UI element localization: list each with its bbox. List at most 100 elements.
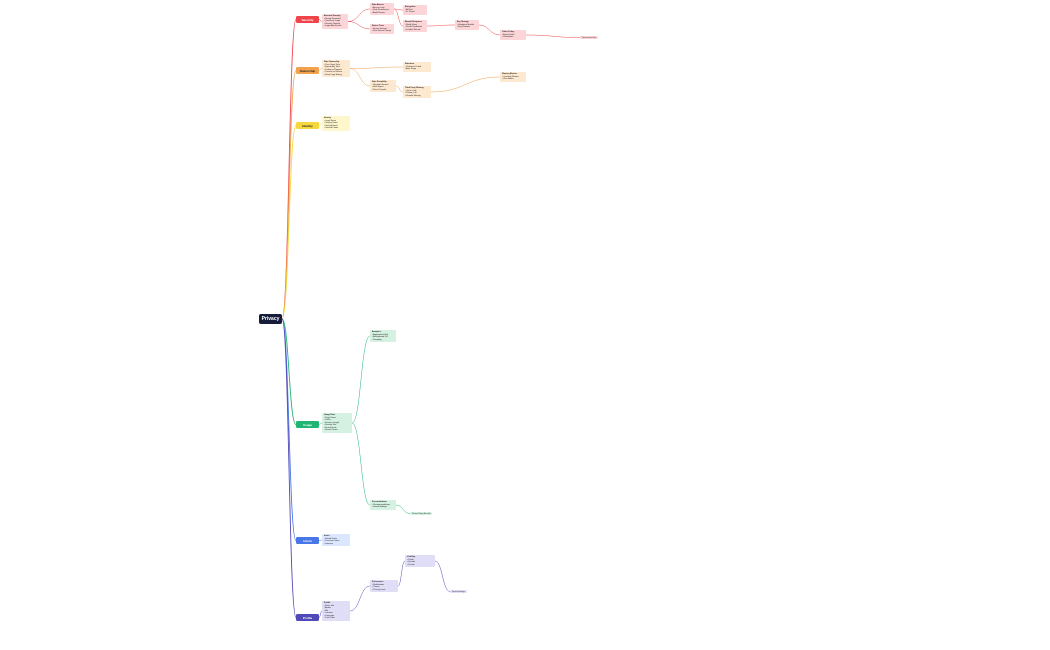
connector-line bbox=[318, 68, 323, 71]
connector-line bbox=[397, 560, 406, 587]
node-line: • Direct Transfer bbox=[372, 88, 387, 91]
node-line: • User Notice bbox=[502, 78, 514, 80]
node-int1[interactable]: Intent• Stated Goals• Purchase Intent• I… bbox=[322, 534, 350, 546]
node-line: • Recommendations bbox=[372, 503, 390, 506]
node-sec5[interactable]: Breach Response• Notify Users• Reset Cre… bbox=[403, 20, 427, 32]
category-usage[interactable]: Usage bbox=[296, 421, 319, 428]
node-line: • Anonymized IDs bbox=[372, 336, 388, 338]
node-own4[interactable]: Third Party Sharing• Opt-in Only• Partne… bbox=[403, 86, 431, 98]
connector-line bbox=[347, 8, 371, 22]
node-line: • Friends bbox=[407, 561, 415, 563]
category-profile[interactable]: Profile bbox=[296, 614, 319, 621]
category-identity[interactable]: Identity bbox=[296, 122, 319, 129]
connector-line bbox=[393, 8, 404, 11]
node-use1[interactable]: Usage Data• Page Views• Clicks• Session … bbox=[322, 413, 352, 433]
node-title: Token Policy bbox=[502, 31, 515, 33]
connector-line bbox=[347, 21, 371, 30]
node-line: • Purchase Intent bbox=[324, 540, 340, 542]
node-line: • Access Logs bbox=[372, 6, 385, 9]
node-line: • Strong Password bbox=[324, 17, 341, 20]
node-line: • Notifications bbox=[372, 583, 385, 586]
connector-line bbox=[318, 422, 323, 425]
node-title: Breach Response bbox=[405, 21, 422, 23]
node-line: • Standard Format bbox=[372, 83, 389, 86]
connector-line bbox=[318, 19, 323, 22]
node-title: Data Ownership bbox=[324, 61, 340, 63]
node-line: • Bulk Export bbox=[372, 86, 384, 88]
node-line: • Quarterly Review bbox=[502, 75, 519, 78]
node-line: • Expiry Rules bbox=[502, 33, 515, 36]
ending-sec-end[interactable]: Review Quarterly bbox=[580, 36, 598, 39]
node-prf2[interactable]: Preferences• Notifications• Theme• Priva… bbox=[370, 580, 398, 592]
node-line: • Clicks bbox=[324, 419, 331, 421]
node-title: Analytics bbox=[372, 331, 381, 333]
node-title: Retention bbox=[405, 63, 415, 65]
connector-line bbox=[430, 76, 501, 93]
node-line: • Auto Purge bbox=[405, 68, 417, 70]
root-node-privacy[interactable]: Privacy bbox=[259, 314, 282, 324]
node-own2[interactable]: Data Portability• Standard Format• Bulk … bbox=[370, 80, 396, 92]
connector-line bbox=[281, 318, 297, 425]
node-line: • Two-factor Login bbox=[324, 20, 341, 22]
node-title: Key Storage bbox=[457, 21, 469, 23]
node-line: • Notify Users bbox=[405, 23, 418, 26]
node-line: • Theme bbox=[372, 586, 380, 588]
node-title: Third Party Sharing bbox=[405, 87, 424, 89]
node-line: • Basic Info bbox=[324, 604, 335, 607]
node-title: Sharing Review bbox=[502, 73, 517, 75]
node-line: • Legal Name bbox=[324, 119, 337, 122]
node-sec2[interactable]: Data Access• Access Logs• Role Permissio… bbox=[370, 3, 394, 15]
node-line: • Page Views bbox=[324, 416, 336, 419]
node-own1[interactable]: Data Ownership• User Owns Data• Export A… bbox=[322, 60, 350, 77]
node-line: • Display Name bbox=[324, 122, 338, 124]
node-own3[interactable]: Retention• Retention Period• Auto Purge bbox=[403, 62, 431, 72]
node-idn1[interactable]: Identity• Legal Name• Display Name• Veri… bbox=[322, 116, 350, 131]
node-line: • Known Devices bbox=[372, 27, 388, 30]
node-use2[interactable]: Analytics• Aggregated Only• Anonymized I… bbox=[370, 330, 396, 342]
node-line: • Privacy Level bbox=[372, 588, 386, 591]
connector-line bbox=[349, 585, 371, 612]
node-sec7[interactable]: Token Policy• Expiry Rules• Revocation bbox=[500, 30, 526, 40]
ending-prf-end[interactable]: Review Settings bbox=[450, 590, 467, 593]
node-prf1[interactable]: Profile• Basic Info• Avatar• Bio• Locati… bbox=[322, 601, 350, 621]
node-title: Preferences bbox=[372, 581, 384, 583]
node-line: • Delete on Request bbox=[324, 68, 342, 71]
connector-line bbox=[351, 335, 371, 424]
node-line: • Private bbox=[407, 563, 415, 566]
connector-line bbox=[281, 318, 297, 541]
node-line: • Export Any Time bbox=[324, 66, 340, 68]
node-line: • Opt-in Only bbox=[405, 89, 417, 92]
category-ownership[interactable]: Ownership bbox=[296, 67, 319, 74]
category-security[interactable]: Security bbox=[296, 16, 319, 23]
node-line: • Search Terms bbox=[324, 429, 338, 431]
node-line: • Avatar bbox=[324, 607, 331, 609]
node-sec6[interactable]: Key Storage• Hardware Module• Key Rotati… bbox=[455, 20, 479, 30]
node-line: • In Transit bbox=[405, 11, 415, 13]
node-prf3[interactable]: Visibility• Public• Friends• Private bbox=[405, 555, 435, 567]
node-own5[interactable]: Sharing Review• Quarterly Review• User N… bbox=[500, 72, 526, 82]
category-intent[interactable]: Intent bbox=[296, 537, 319, 544]
node-line: • Session Length bbox=[324, 421, 340, 424]
node-line: • New Device Prompt bbox=[372, 30, 391, 32]
node-line: • Role Permissions bbox=[372, 9, 389, 11]
node-title: Encryption bbox=[405, 6, 416, 8]
node-sec1[interactable]: Account Security• Strong Password• Two-f… bbox=[322, 14, 348, 29]
node-line: • Transfer to Service bbox=[324, 71, 343, 73]
node-line: • Sampling bbox=[372, 338, 382, 341]
node-line: • Login Alert Emails bbox=[324, 25, 342, 27]
node-title: Data Portability bbox=[372, 81, 387, 83]
node-sec3[interactable]: Device Trust• Known Devices• New Device … bbox=[370, 24, 394, 34]
node-line: • Time Zone bbox=[324, 617, 335, 619]
node-line: • At Rest bbox=[405, 8, 413, 11]
node-use3[interactable]: Personalization• Recommendations• Saved … bbox=[370, 500, 396, 510]
node-title: Usage Data bbox=[324, 414, 335, 416]
connector-line bbox=[434, 560, 451, 592]
ending-use-end[interactable]: Review Policy Annually bbox=[410, 512, 433, 515]
node-line: • User Owns Data bbox=[324, 63, 340, 66]
connector-line bbox=[395, 85, 404, 93]
node-line: • Verified Email bbox=[324, 124, 338, 127]
node-line: • Incident Record bbox=[405, 28, 421, 31]
node-title: Profile bbox=[324, 602, 331, 604]
node-sec4[interactable]: Encryption• At Rest• In Transit bbox=[403, 5, 427, 15]
connector-line bbox=[349, 66, 404, 69]
